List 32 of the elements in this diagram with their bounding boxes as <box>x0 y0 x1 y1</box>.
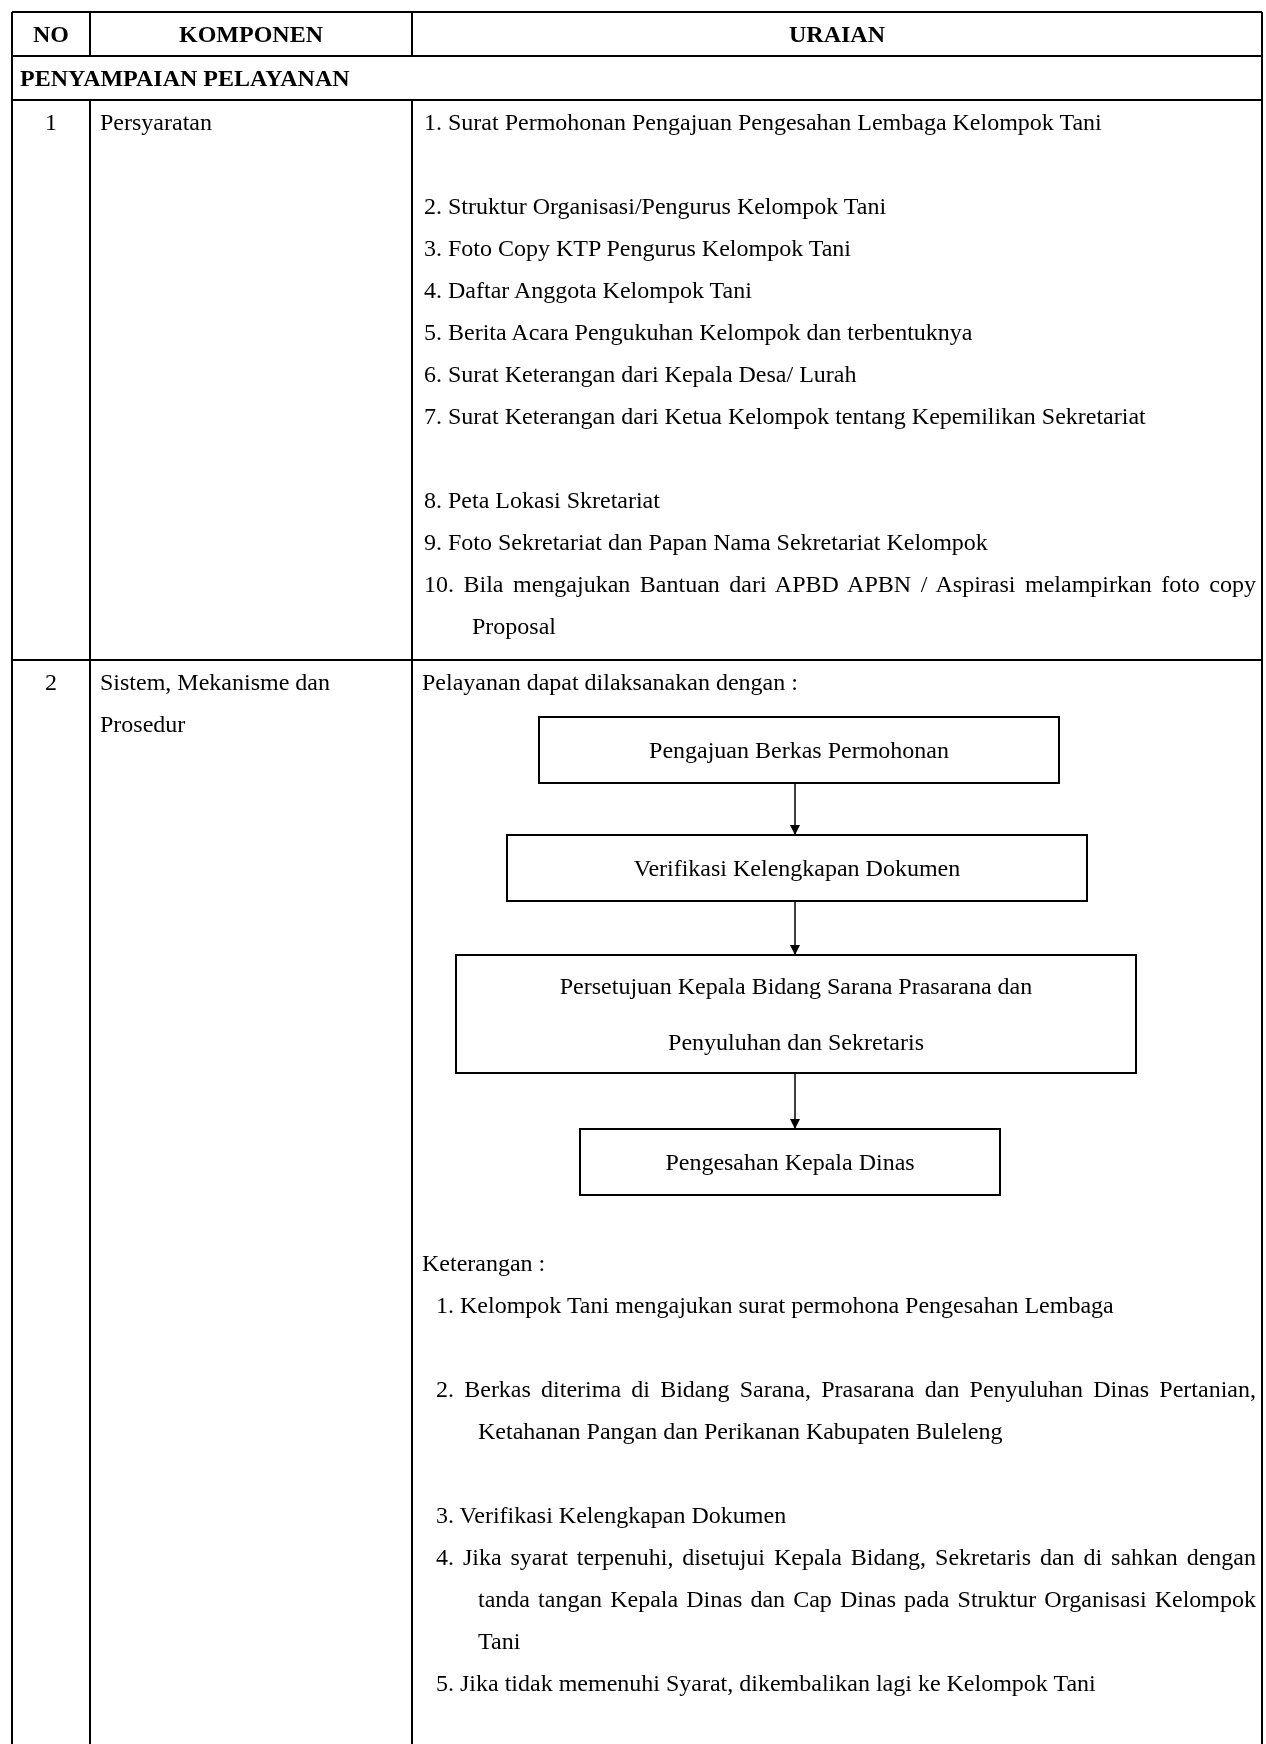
row-number: 2 <box>44 668 58 697</box>
note-item: 1. Kelompok Tani mengajukan surat permohona Pengesahan Lembaga <box>436 1291 1115 1320</box>
note-item: 3. Verifikasi Kelengkapan Dokumen <box>436 1501 788 1530</box>
note-item: 4. Jika syarat terpenuhi, disetujui Kepala Bidang, Sekretaris dan di sahkan dengan tanda tangan Kepala Dinas dan Cap Dinas pada Struktur Organisasi Kelompok Tani <box>436 1543 1256 1656</box>
column-header: KOMPONEN <box>178 20 324 49</box>
column-header: URAIAN <box>788 20 886 49</box>
component-name: Persyaratan <box>100 108 213 137</box>
list-item: 9. Foto Sekretariat dan Papan Nama Sekretariat Kelompok <box>424 528 989 557</box>
list-item: 2. Struktur Organisasi/Pengurus Kelompok Tani <box>424 192 888 221</box>
process-box: Persetujuan Kepala Bidang Sarana Prasarana dan Penyuluhan dan Sekretaris <box>455 954 1137 1074</box>
column-header: NO <box>32 20 70 49</box>
arrow <box>790 783 800 835</box>
process-box: Pengajuan Berkas Permohonan <box>538 716 1060 784</box>
list-item: 6. Surat Keterangan dari Kepala Desa/ Lurah <box>424 360 858 389</box>
note-item: 5. Jika tidak memenuhi Syarat, dikembalikan lagi ke Kelompok Tani <box>436 1669 1097 1698</box>
list-item: 10. Bila mengajukan Bantuan dari APBD APBN / Aspirasi melampirkan foto copy Proposal <box>424 570 1256 641</box>
note-item: 2. Berkas diterima di Bidang Sarana, Prasarana dan Penyuluhan Dinas Pertanian, Ketahanan Pangan dan Perikanan Kabupaten Buleleng <box>436 1375 1256 1446</box>
list-item: 3. Foto Copy KTP Pengurus Kelompok Tani <box>424 234 852 263</box>
process-box: Verifikasi Kelengkapan Dokumen <box>506 834 1088 902</box>
arrow <box>790 901 800 955</box>
list-item: 5. Berita Acara Pengukuhan Kelompok dan terbentuknya <box>424 318 974 347</box>
arrow <box>790 1073 800 1129</box>
list-item: 4. Daftar Anggota Kelompok Tani <box>424 276 753 305</box>
component-name: Sistem, Mekanisme dan Prosedur <box>100 668 331 739</box>
list-item: 8. Peta Lokasi Skretariat <box>424 486 661 515</box>
note-heading: Keterangan : <box>422 1249 547 1278</box>
list-item: 7. Surat Keterangan dari Ketua Kelompok tentang Kepemilikan Sekretariat <box>424 402 1147 431</box>
section-heading: PENYAMPAIAN PELAYANAN <box>20 64 351 93</box>
intro-text: Pelayanan dapat dilaksanakan dengan : <box>422 668 799 697</box>
row-number: 1 <box>44 108 58 137</box>
process-box: Pengesahan Kepala Dinas <box>579 1128 1001 1196</box>
list-item: 1. Surat Permohonan Pengajuan Pengesahan Lembaga Kelompok Tani <box>424 108 1103 137</box>
